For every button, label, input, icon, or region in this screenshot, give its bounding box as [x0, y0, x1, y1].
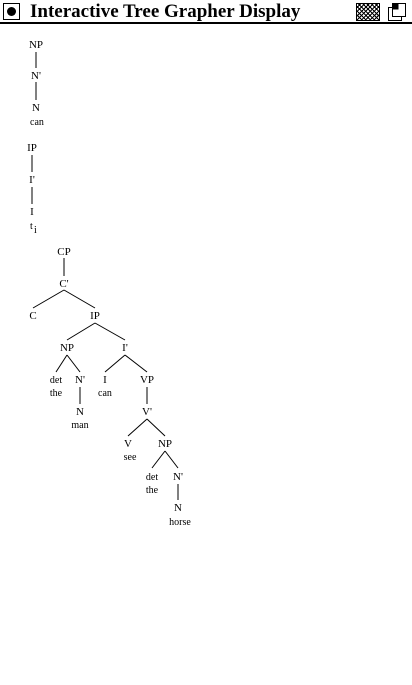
trace-label: t	[30, 221, 33, 232]
edge	[146, 418, 166, 437]
node-label[interactable]: V	[124, 438, 132, 450]
edge	[124, 354, 148, 373]
leaf-label: can	[98, 388, 112, 399]
node-label[interactable]: NP	[60, 342, 74, 354]
leaf-label: the	[50, 388, 63, 399]
edge	[151, 450, 166, 469]
leaf-label: det	[50, 375, 62, 386]
node-label[interactable]: C	[29, 310, 36, 322]
node-label[interactable]: N'	[75, 374, 85, 386]
edge	[63, 289, 96, 309]
node-label[interactable]: VP	[140, 374, 154, 386]
tree-np-can: NP N' N can	[29, 39, 44, 128]
node-label[interactable]: IP	[90, 310, 100, 322]
tree-canvas: NP N' N can IP I' I t i CP C' C IP NP de…	[0, 26, 412, 685]
leaf-label: the	[146, 485, 159, 496]
tree-edges	[31, 52, 179, 500]
edge	[104, 354, 126, 373]
node-label[interactable]: NP	[29, 39, 43, 51]
edge	[32, 289, 65, 309]
node-label[interactable]: I'	[29, 174, 35, 186]
node-label[interactable]: I	[30, 206, 34, 218]
close-box-icon[interactable]	[3, 3, 20, 20]
edge	[127, 418, 148, 437]
title-bar[interactable]: Interactive Tree Grapher Display	[0, 0, 412, 24]
edge	[164, 450, 179, 469]
edge	[55, 354, 68, 373]
leaf-label: horse	[169, 517, 191, 528]
zoom-box-icon[interactable]	[356, 3, 380, 21]
edge	[66, 354, 81, 373]
collapse-box-icon[interactable]	[388, 3, 406, 21]
tree-ip-trace: IP I' I t i	[27, 142, 37, 236]
node-label[interactable]: I'	[122, 342, 128, 354]
trace-index: i	[34, 225, 37, 236]
node-label[interactable]: CP	[57, 246, 70, 258]
leaf-label: det	[146, 472, 158, 483]
node-label[interactable]: V'	[142, 406, 152, 418]
tree-drawing: NP N' N can IP I' I t i CP C' C IP NP de…	[27, 39, 191, 528]
leaf-label: see	[124, 452, 137, 463]
node-label[interactable]: N'	[31, 70, 41, 82]
window-title: Interactive Tree Grapher Display	[30, 1, 301, 22]
node-label[interactable]: NP	[158, 438, 172, 450]
node-label[interactable]: N'	[173, 471, 183, 483]
node-label[interactable]: N	[76, 406, 84, 418]
edge	[66, 322, 96, 341]
node-label[interactable]: C'	[59, 278, 68, 290]
node-label[interactable]: N	[32, 102, 40, 114]
leaf-label: can	[30, 117, 44, 128]
edge	[94, 322, 126, 341]
node-label[interactable]: N	[174, 502, 182, 514]
node-label[interactable]: I	[103, 374, 107, 386]
tree-cp: CP C' C IP NP det the N' N man I' I can …	[29, 246, 191, 528]
node-label[interactable]: IP	[27, 142, 37, 154]
close-dot	[7, 7, 16, 16]
leaf-label: man	[71, 420, 88, 431]
